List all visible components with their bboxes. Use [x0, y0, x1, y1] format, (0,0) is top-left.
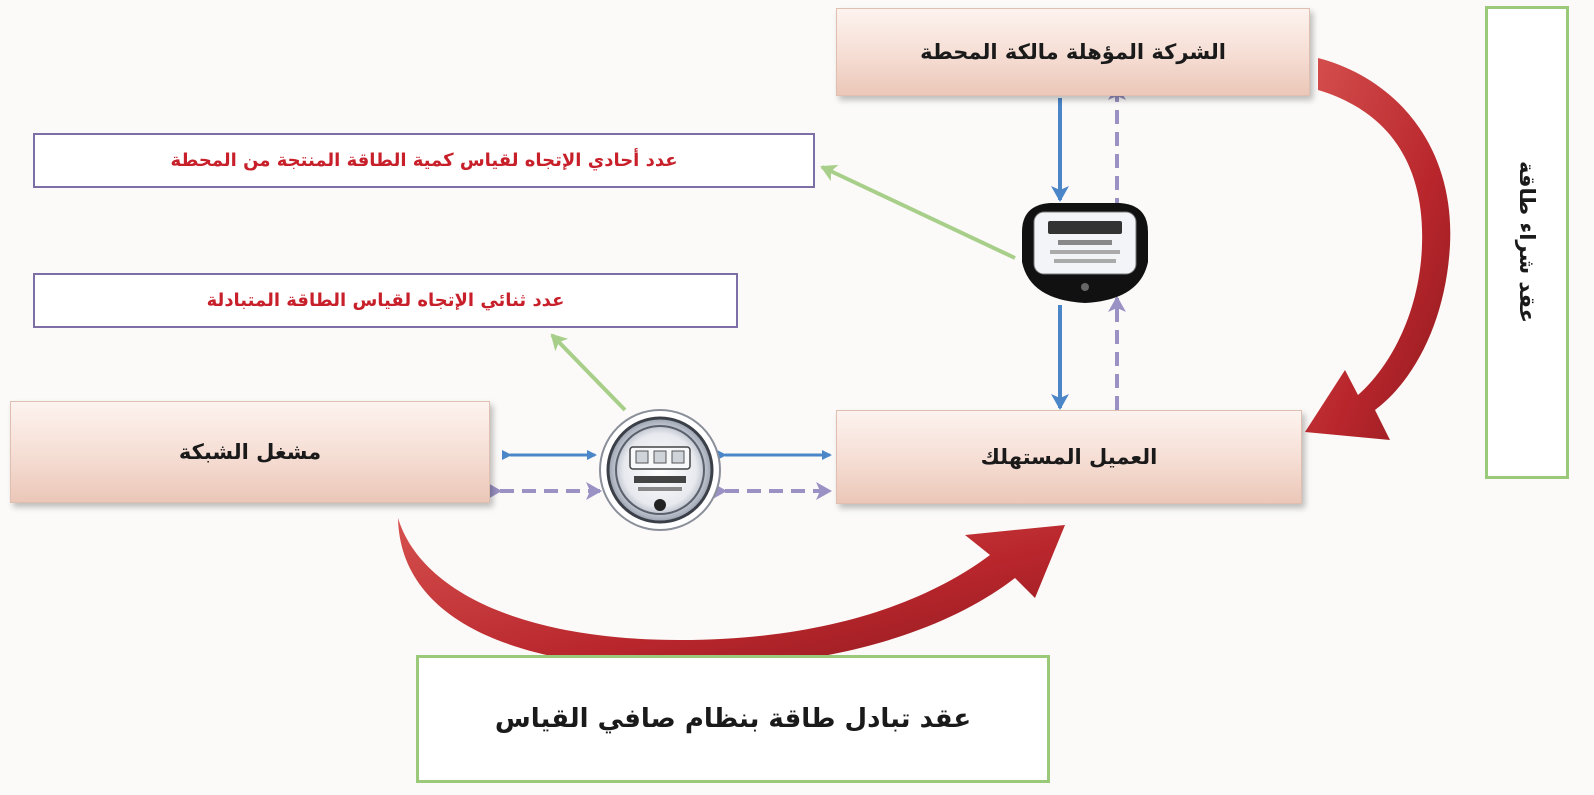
grid-operator-box: مشغل الشبكة [10, 401, 490, 503]
consumer-box: العميل المستهلك [836, 410, 1302, 504]
company-box: الشركة المؤهلة مالكة المحطة [836, 8, 1310, 96]
net-metering-arrow [398, 518, 1065, 668]
purchase-contract-arrow [1305, 58, 1451, 440]
bidirectional-meter-icon [599, 409, 721, 531]
power-purchase-contract-box: عقد شراء طاقة [1485, 6, 1569, 479]
power-purchase-contract-label: عقد شراء طاقة [1515, 161, 1539, 324]
unidirectional-meter-label: عدد أحادي الإتجاه لقياس كمية الطاقة المن… [170, 150, 678, 171]
unidirectional-meter-icon [1022, 203, 1148, 303]
consumer-box-label: العميل المستهلك [980, 445, 1158, 469]
bidirectional-meter-label-box: عدد ثنائي الإتجاه لقياس الطاقة المتبادلة [33, 273, 738, 328]
company-box-label: الشركة المؤهلة مالكة المحطة [920, 40, 1226, 64]
unidirectional-meter-label-box: عدد أحادي الإتجاه لقياس كمية الطاقة المن… [33, 133, 815, 188]
net-metering-contract-label: عقد تبادل طاقة بنظام صافي القياس [494, 704, 972, 734]
net-metering-contract-box: عقد تبادل طاقة بنظام صافي القياس [416, 655, 1050, 783]
grid-operator-box-label: مشغل الشبكة [178, 440, 322, 464]
bidirectional-meter-label: عدد ثنائي الإتجاه لقياس الطاقة المتبادلة [206, 290, 565, 311]
pointer-arrow-bidirectional-meter [550, 333, 627, 412]
pointer-arrow-unidirectional-meter [820, 164, 1016, 260]
